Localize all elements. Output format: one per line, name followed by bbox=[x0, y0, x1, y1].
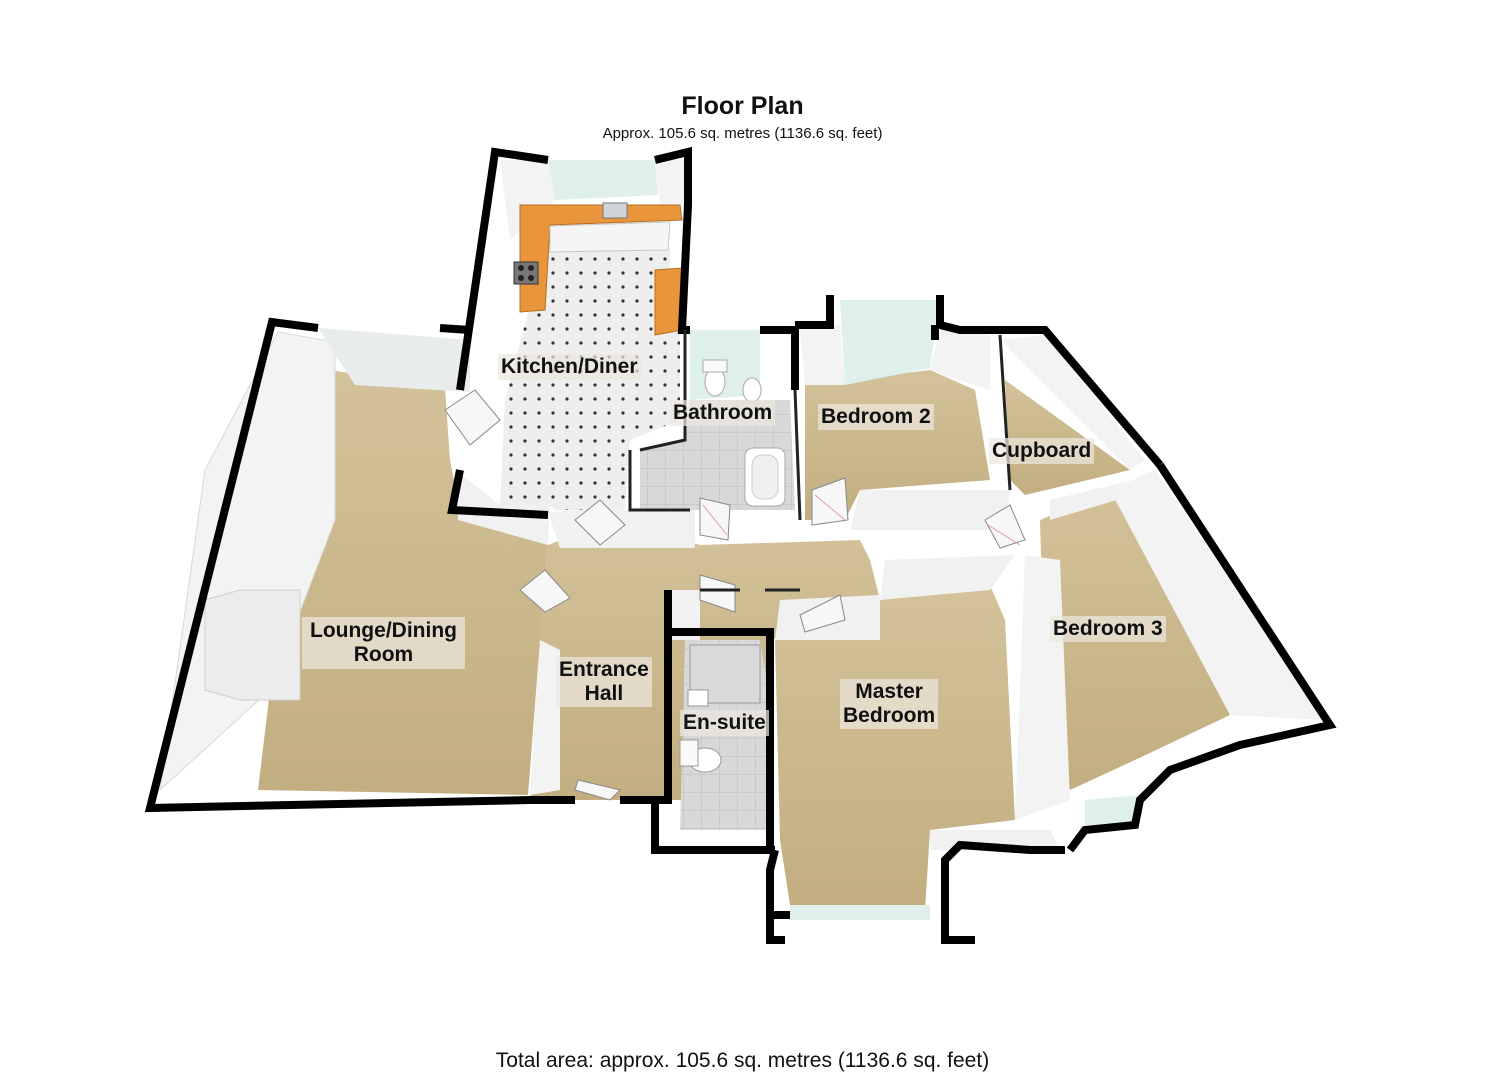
bedroom2-label: Bedroom 2 bbox=[818, 404, 934, 430]
plan-title: Floor Plan bbox=[681, 92, 804, 120]
en-suite-label: En-suite bbox=[680, 710, 769, 736]
kitchen-diner-label: Kitchen/Diner bbox=[498, 354, 641, 380]
cupboard-label: Cupboard bbox=[989, 438, 1095, 464]
bathroom-label: Bathroom bbox=[670, 400, 776, 426]
cupboard-floor bbox=[1005, 380, 1130, 495]
lounge-dining-label: Lounge/Dining Room bbox=[302, 617, 465, 669]
lounge-floor bbox=[258, 370, 548, 795]
master-bedroom-label: Master Bedroom bbox=[840, 679, 939, 729]
kitchen-worktop bbox=[519, 204, 683, 313]
master-bedroom-floor bbox=[775, 585, 1015, 910]
total-area-footer: Total area: approx. 105.6 sq. metres (11… bbox=[495, 1049, 990, 1072]
entrance-hall-label: Entrance Hall bbox=[556, 657, 652, 707]
plan-area-subtitle: Approx. 105.6 sq. metres (1136.6 sq. fee… bbox=[602, 125, 883, 142]
bedroom3-label: Bedroom 3 bbox=[1050, 616, 1166, 642]
